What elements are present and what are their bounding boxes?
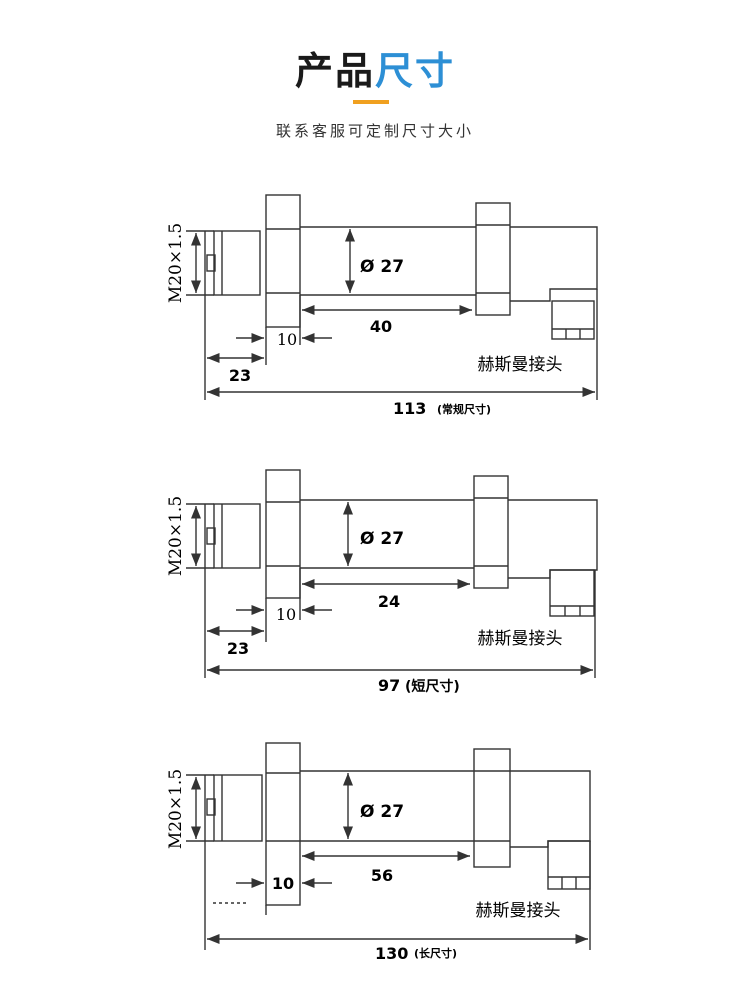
hex-width-label: 10 <box>277 330 297 349</box>
hex-width-label: 10 <box>272 874 294 893</box>
hex-socket <box>473 748 511 868</box>
connector-body <box>510 770 591 848</box>
title-part-2: 尺寸 <box>375 49 456 93</box>
hex-nut <box>265 194 301 328</box>
diagram-long: M20×1.5 Ø 27 56 10 赫斯曼接头 130 (长尺寸) <box>166 742 591 963</box>
connector-label: 赫斯曼接头 <box>478 629 563 649</box>
connector-label: 赫斯曼接头 <box>478 355 563 375</box>
hex-width-label: 10 <box>276 605 296 624</box>
hex-socket <box>473 475 509 589</box>
total-length-label: 97 <box>378 676 400 695</box>
title-underline <box>353 100 389 104</box>
page-title: 产品尺寸 <box>0 46 750 96</box>
hex-nut <box>265 742 301 906</box>
page-subtitle: 联系客服可定制尺寸大小 <box>275 122 474 140</box>
thread-label: M20×1.5 <box>166 223 186 303</box>
thread-fitting <box>213 230 261 296</box>
inner-length-label: 56 <box>371 866 393 885</box>
thread-label: M20×1.5 <box>166 496 186 576</box>
diagram-standard: M20×1.5 Ø 27 40 10 23 赫斯曼接头 113 (常规尺寸) <box>166 194 598 418</box>
diameter-label: Ø 27 <box>360 529 404 549</box>
thread-fitting <box>213 503 261 569</box>
title-part-1: 产品 <box>294 49 375 93</box>
connector-label: 赫斯曼接头 <box>476 901 561 921</box>
thread-length-label: 23 <box>229 366 251 385</box>
size-note: (短尺寸) <box>405 678 460 695</box>
size-note: (常规尺寸) <box>437 402 491 416</box>
total-length-label: 130 <box>375 944 408 963</box>
hex-nut <box>265 469 301 599</box>
thread-fitting <box>213 774 263 842</box>
connector-plug <box>547 840 591 890</box>
diameter-label: Ø 27 <box>360 802 404 822</box>
thread-length-label: 23 <box>227 639 249 658</box>
connector-body <box>508 499 598 579</box>
connector-plug <box>549 569 595 617</box>
inner-length-label: 40 <box>370 317 392 336</box>
total-length-label: 113 <box>393 399 426 418</box>
diagram-short: M20×1.5 Ø 27 24 10 23 赫斯曼接头 97 (短尺寸) <box>166 469 598 695</box>
hex-socket <box>475 202 511 316</box>
page-header: 产品尺寸 联系客服可定制尺寸大小 <box>0 0 750 160</box>
thread-label: M20×1.5 <box>166 769 186 849</box>
connector-body <box>510 226 598 302</box>
connector-plug <box>551 300 595 340</box>
diameter-label: Ø 27 <box>360 257 404 277</box>
size-note: (长尺寸) <box>414 946 457 960</box>
inner-length-label: 24 <box>378 592 400 611</box>
